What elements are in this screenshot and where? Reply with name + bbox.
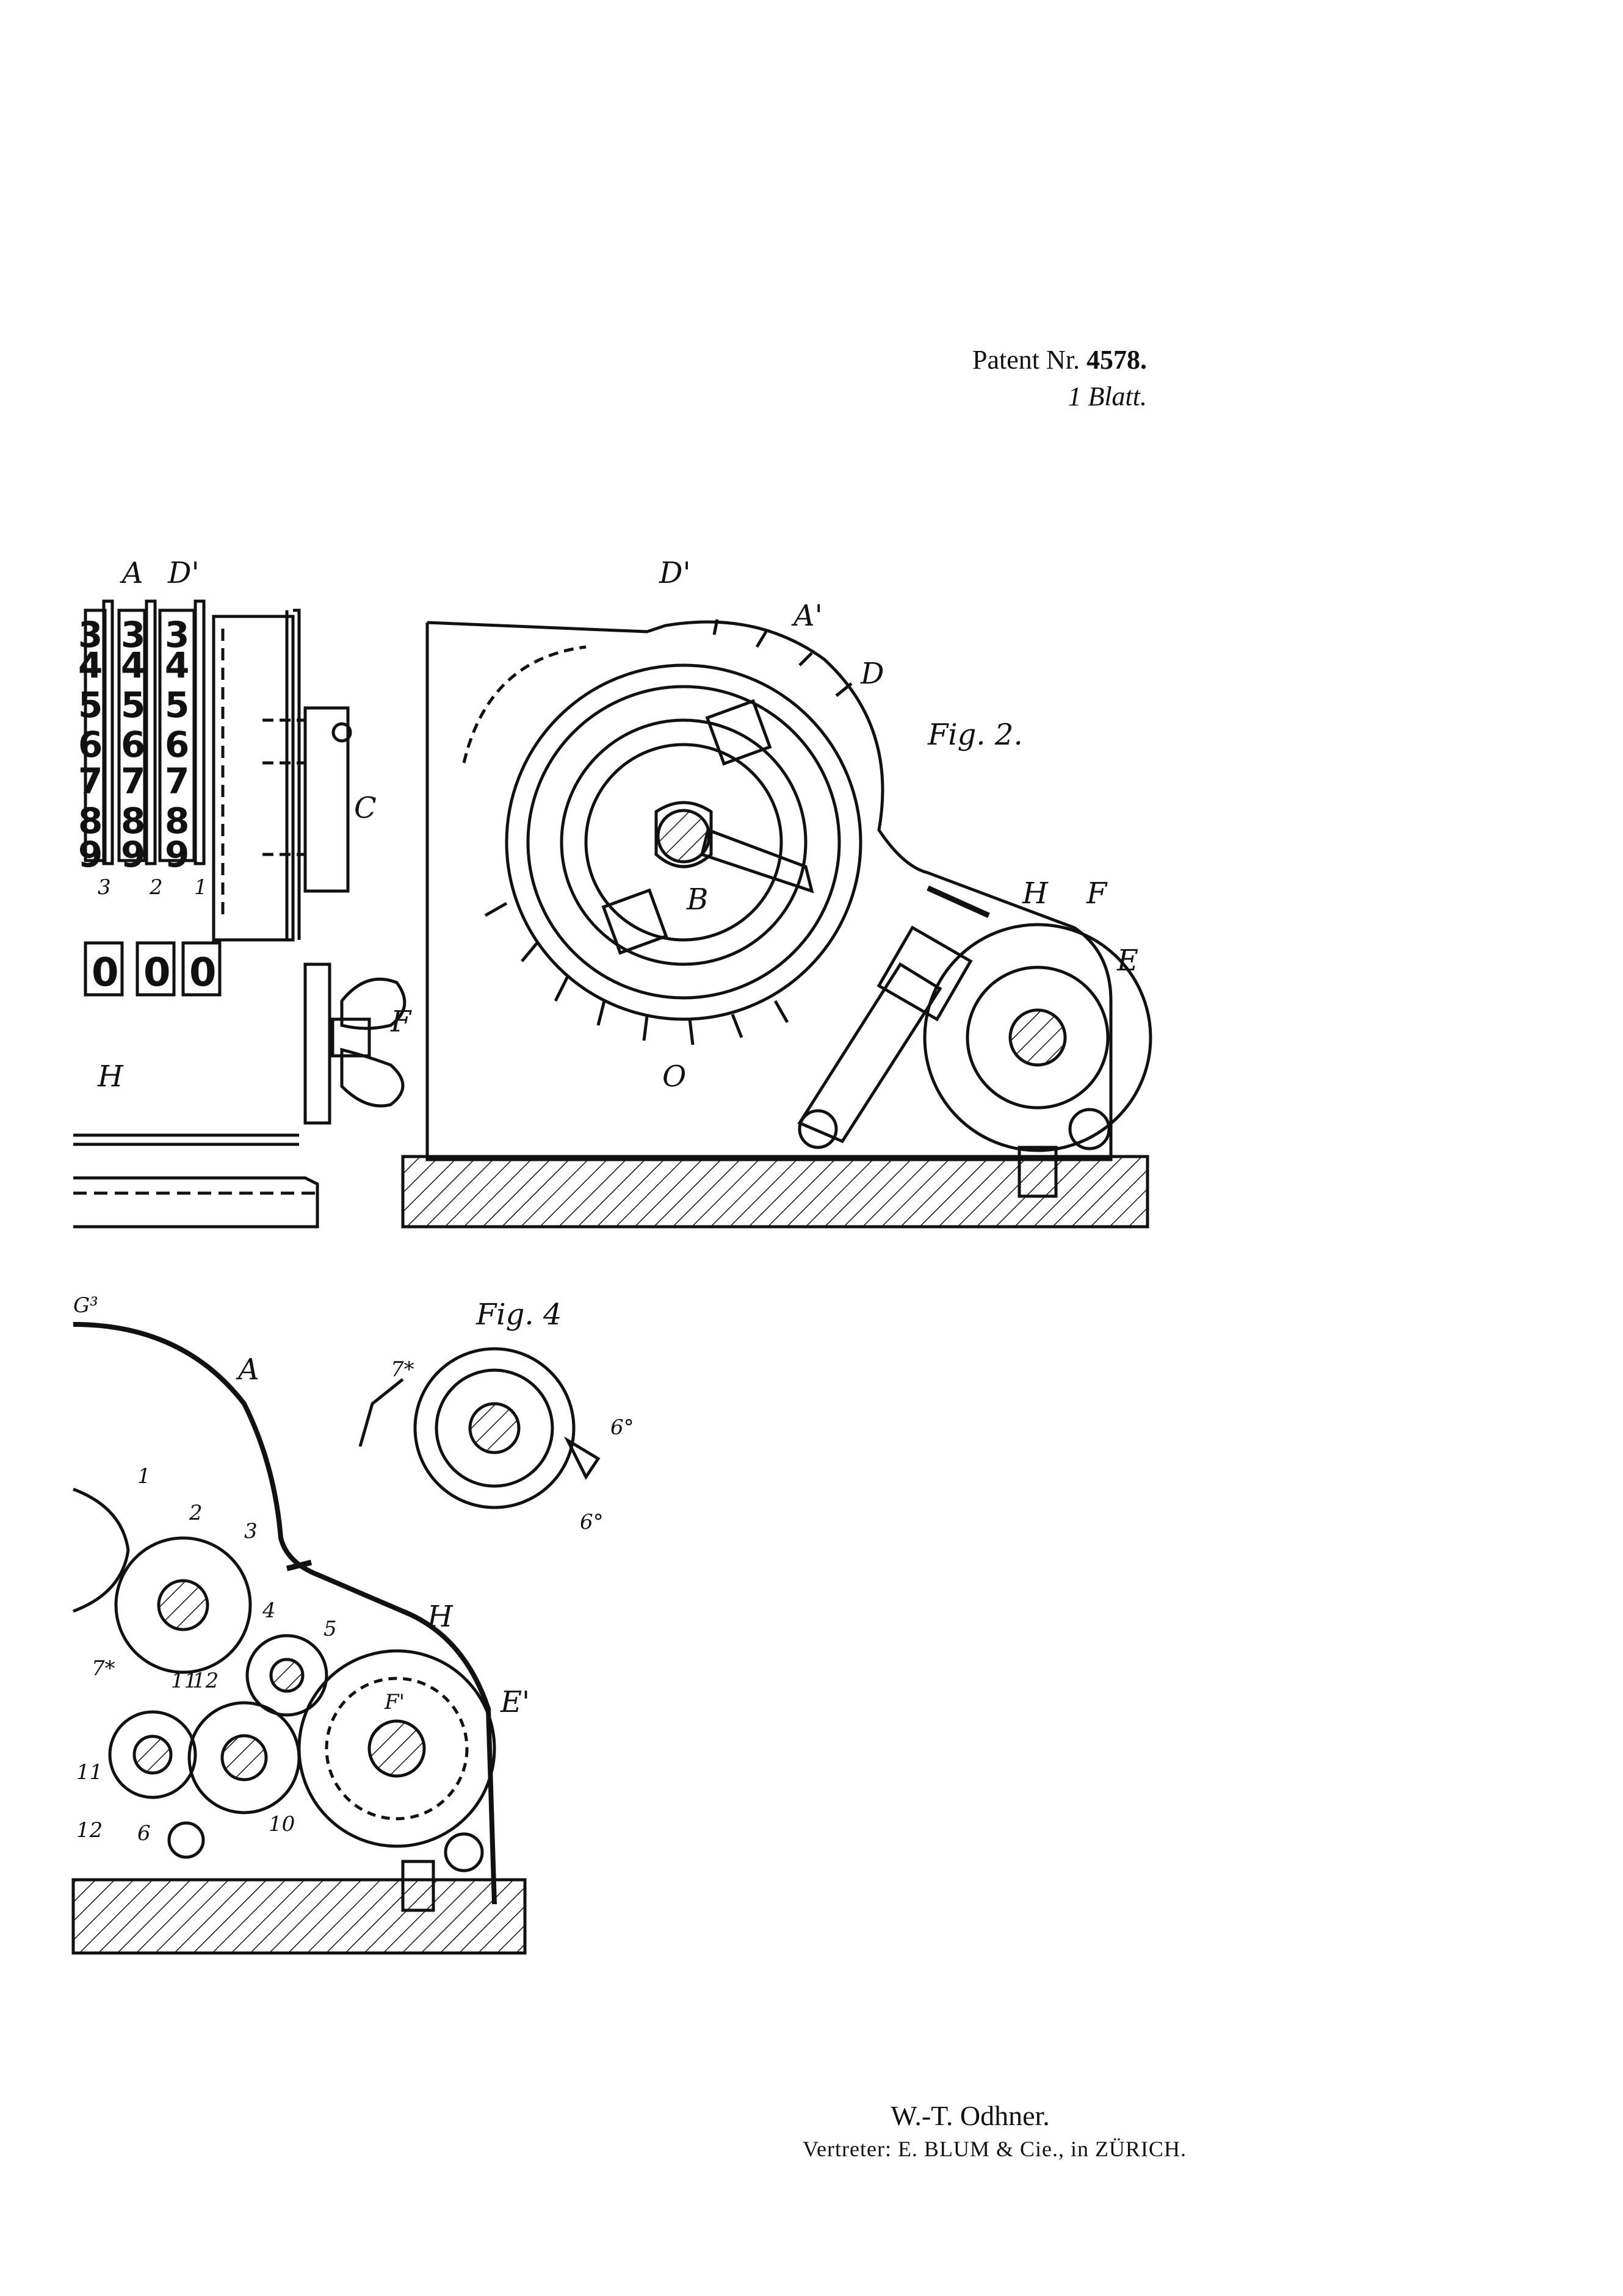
label-B: B xyxy=(686,883,708,917)
fig3-labels: G³ A 1 2 3 4 5 H F' E' 7* 11 12 11 12 6 … xyxy=(73,1293,530,1846)
label-O: O xyxy=(662,1060,686,1094)
label-4: 4 xyxy=(262,1598,276,1623)
fig2-base xyxy=(401,1155,1149,1229)
fig2-caption: Fig. 2. xyxy=(927,718,1023,752)
label-E1: E' xyxy=(500,1685,530,1719)
sheet-count: 1 Blatt. xyxy=(1068,381,1147,411)
fig4-labels: Fig. 4 7* 6° 6° xyxy=(391,1298,634,1534)
label-G3: G³ xyxy=(73,1293,98,1318)
fig2-drawing xyxy=(425,620,1152,1198)
column-number: 2 xyxy=(149,875,163,900)
label-D1-fig2: D' xyxy=(659,556,691,590)
label-s6-fig4-top: 6° xyxy=(610,1415,634,1440)
label-s6-fig4-bottom: 6° xyxy=(580,1510,604,1534)
label-E: E xyxy=(1116,944,1138,978)
label-r7-fig4: 7* xyxy=(391,1357,414,1382)
register-col2-digit: 6 xyxy=(165,724,189,765)
label-11: 11 xyxy=(76,1760,103,1785)
label-3: 3 xyxy=(244,1519,258,1543)
register-col2-digit: 9 xyxy=(165,834,189,875)
register-col1-digit: 6 xyxy=(121,724,145,765)
patent-number: 4578. xyxy=(1086,345,1147,375)
fig4-caption: Fig. 4 xyxy=(475,1298,562,1332)
counter-window-digit: 0 xyxy=(92,950,119,995)
fig3-base xyxy=(71,1878,527,1955)
register-col3-digit: 4 xyxy=(78,644,103,686)
label-C: C xyxy=(354,791,377,825)
register-col2-digit: 5 xyxy=(165,684,189,726)
register-col3-digit: 5 xyxy=(78,684,103,726)
label-D: D xyxy=(860,657,884,691)
register-col3-digit: 6 xyxy=(78,724,103,765)
label-H-fig2: H xyxy=(1022,876,1049,911)
fig1-labels: A D' C F H xyxy=(97,556,412,1094)
label-12: 12 xyxy=(76,1818,103,1843)
fig4-drawing xyxy=(358,1347,601,1509)
register-col3-digit: 7 xyxy=(78,760,103,802)
agent-line: Vertreter: E. BLUM & Cie., in ZÜRICH. xyxy=(803,2137,1187,2161)
fig1-drawing xyxy=(73,599,407,1229)
register-col3-digit: 8 xyxy=(78,800,103,842)
label-H: H xyxy=(97,1060,124,1094)
register-col1-digit: 5 xyxy=(121,684,145,726)
register-col2-digit: 3 xyxy=(165,614,189,655)
label-F1: F' xyxy=(384,1690,405,1714)
column-number: 1 xyxy=(194,875,208,900)
fig2-labels: D' A' D Fig. 2. B O H F E xyxy=(659,556,1138,1094)
label-D1: D' xyxy=(167,556,200,590)
label-10: 10 xyxy=(269,1812,295,1836)
label-A1: A' xyxy=(791,599,823,633)
register-col2-digit: 7 xyxy=(165,760,189,802)
label-1: 1 xyxy=(137,1464,151,1489)
patent-header: Patent Nr. 4578. 1 Blatt. xyxy=(972,342,1147,415)
register-col2-digit: 8 xyxy=(165,800,189,842)
column-number: 3 xyxy=(98,875,111,900)
inventor-name: W.-T. Odhner. xyxy=(891,2100,1050,2131)
register-digits: 3 4 5 6 7 8 9 3 4 5 6 7 8 9 3 4 5 6 7 8 … xyxy=(78,614,217,995)
fig3-drawing xyxy=(73,1322,497,1912)
counter-window-digit: 0 xyxy=(143,950,171,995)
label-A: A xyxy=(120,556,143,590)
register-col1-digit: 7 xyxy=(121,760,145,802)
patent-prefix: Patent Nr. xyxy=(972,345,1080,375)
label-5: 5 xyxy=(324,1617,337,1641)
label-12-top: 12 xyxy=(192,1669,219,1693)
label-11-top: 11 xyxy=(171,1669,197,1693)
register-col3-digit: 9 xyxy=(78,834,103,875)
register-col2-digit: 4 xyxy=(165,644,189,686)
label-2: 2 xyxy=(189,1501,203,1525)
register-col1-digit: 3 xyxy=(121,614,145,655)
label-F-fig2: F xyxy=(1086,876,1108,911)
register-col3-digit: 3 xyxy=(78,614,103,655)
fig2-drum-teeth xyxy=(484,619,853,1045)
label-A-fig3: A xyxy=(236,1352,259,1387)
label-r7-fig3: 7* xyxy=(92,1656,115,1681)
register-col1-digit: 4 xyxy=(121,644,145,686)
label-6: 6 xyxy=(137,1821,151,1846)
patent-number-line: Patent Nr. 4578. xyxy=(972,342,1147,378)
label-F: F xyxy=(390,1005,412,1039)
register-col1-digit: 9 xyxy=(121,834,145,875)
counter-window-digit: 0 xyxy=(189,950,217,995)
register-col1-digit: 8 xyxy=(121,800,145,842)
label-H-fig3: H xyxy=(427,1600,454,1634)
